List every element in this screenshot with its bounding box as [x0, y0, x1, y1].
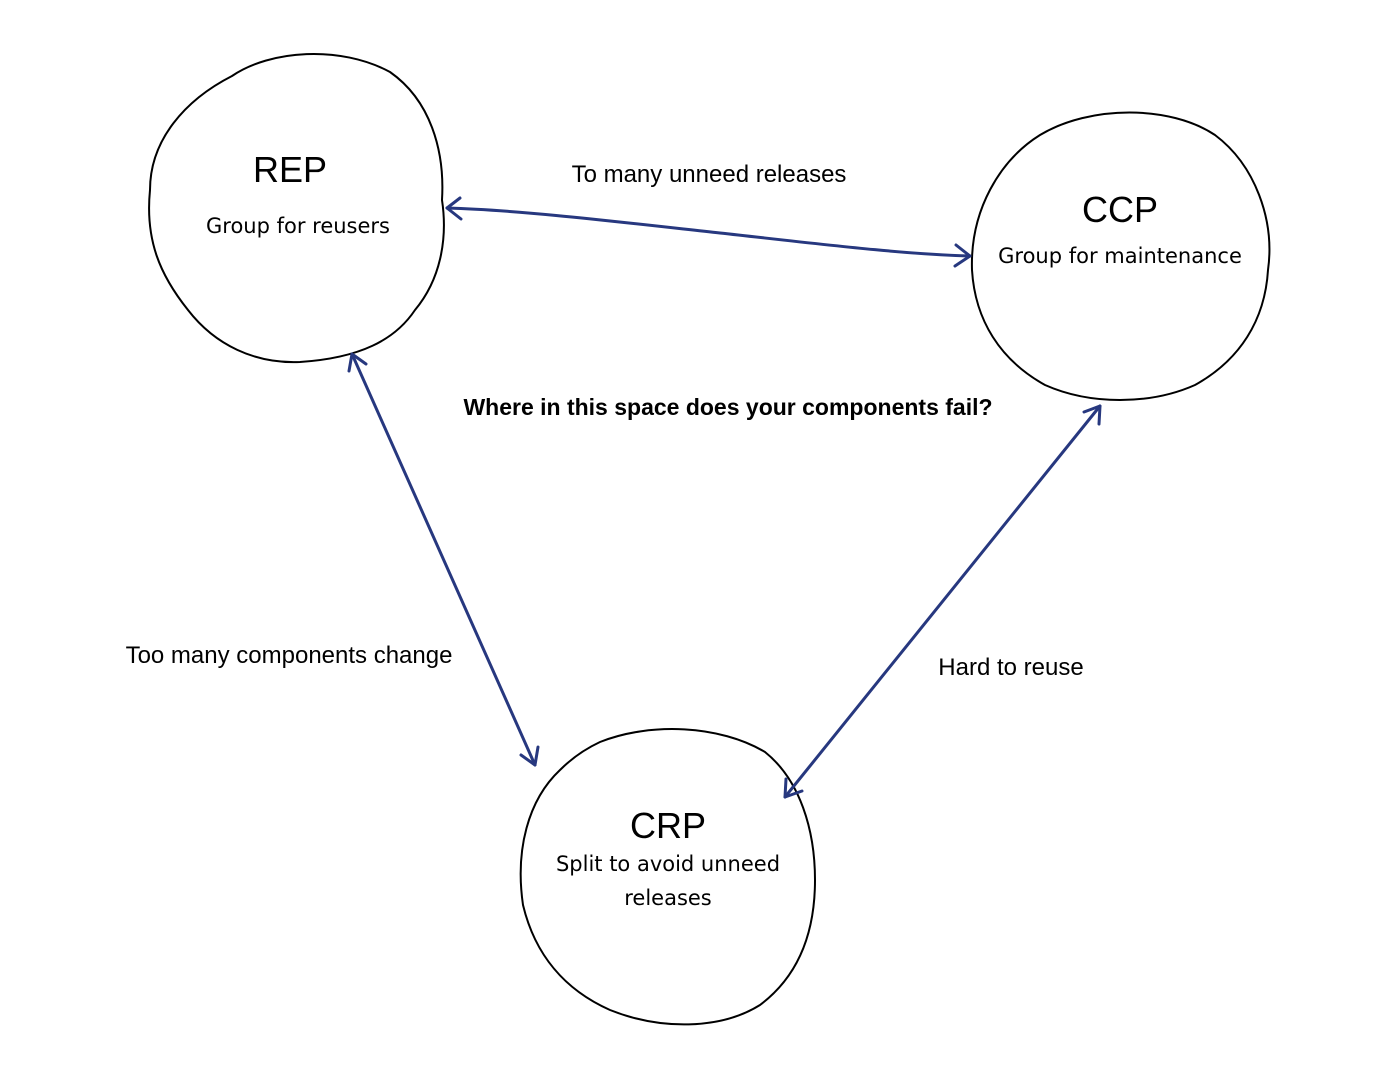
rep-circle	[148, 53, 445, 364]
ccp-circle	[970, 111, 1271, 401]
ccp-title: CCP	[1082, 189, 1158, 230]
ccp-node: CCP Group for maintenance	[970, 111, 1271, 401]
rep-title: REP	[253, 149, 327, 190]
crp-subtitle-line2: releases	[624, 886, 712, 910]
arrow-head-ccp-bottom	[1082, 404, 1102, 426]
arrow-head-rep-end	[445, 196, 463, 221]
arrow-head-ccp-end	[953, 243, 972, 268]
rep-node: REP Group for reusers	[148, 53, 445, 364]
central-question: Where in this space does your components…	[463, 394, 992, 420]
edge-ccp-crp-line	[783, 404, 1102, 799]
edge-rep-ccp-label: To many unneed releases	[572, 161, 847, 188]
edge-rep-ccp: To many unneed releases	[445, 161, 972, 268]
edge-rep-ccp-line	[445, 206, 972, 258]
crp-circle	[519, 728, 817, 1026]
ccp-subtitle: Group for maintenance	[998, 244, 1242, 268]
edge-rep-crp-line	[350, 352, 537, 767]
arrow-head-crp-top	[519, 745, 540, 767]
arrow-head-rep-bottom	[347, 352, 368, 373]
arrow-head-crp-right	[783, 777, 804, 799]
crp-subtitle-line1: Split to avoid unneed	[556, 852, 780, 876]
crp-node: CRP Split to avoid unneed releases	[519, 728, 817, 1026]
edge-ccp-crp-label: Hard to reuse	[938, 654, 1083, 681]
crp-title: CRP	[630, 805, 706, 846]
edge-ccp-crp: Hard to reuse	[783, 404, 1102, 799]
edge-rep-crp: Too many components change	[126, 352, 540, 767]
edge-rep-crp-label: Too many components change	[126, 642, 453, 669]
rep-subtitle: Group for reusers	[206, 214, 390, 238]
